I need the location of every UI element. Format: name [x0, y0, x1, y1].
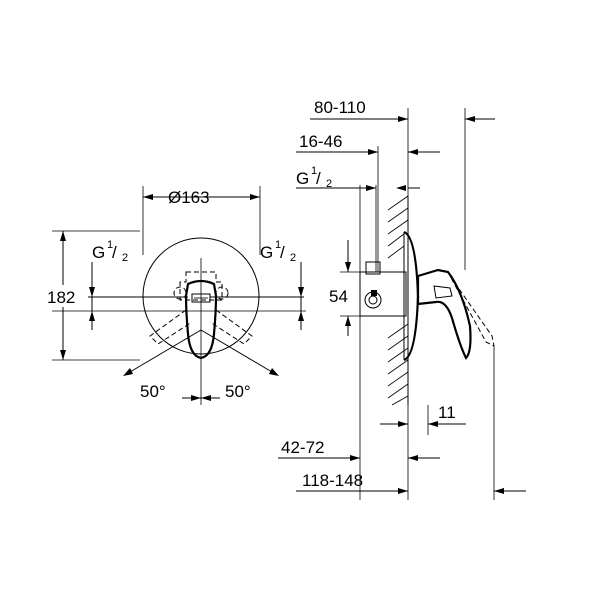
side-thread-den: 2: [326, 178, 332, 190]
lever-head: [191, 293, 211, 303]
arrow-head: [250, 194, 260, 200]
arrow-head: [298, 311, 304, 321]
arrow-head: [465, 116, 475, 122]
thread-right-den: 2: [290, 252, 296, 264]
wall-hatching: [387, 195, 409, 406]
lever-ghost-left: [149, 309, 193, 345]
lever-joint: [433, 285, 453, 299]
cover-plate: [142, 237, 260, 355]
arrow-head: [345, 316, 351, 326]
thread-left-num: 1: [107, 239, 113, 251]
arrow-head: [350, 455, 360, 461]
lever-ghost-right: [209, 309, 253, 345]
thread-right-label: G 1 / 2: [260, 239, 296, 264]
arrow-head: [494, 488, 504, 494]
valve-port-inner: [368, 295, 378, 305]
dim-11: 11: [438, 403, 456, 422]
valve-body-hidden: [179, 271, 223, 301]
arrow-head: [201, 395, 211, 401]
svg-text:/: /: [280, 243, 285, 262]
lever-handle: [184, 279, 218, 360]
arrow-head: [60, 350, 66, 360]
svg-text:/: /: [112, 243, 117, 262]
angle-right-label: 50°: [225, 382, 251, 401]
side-thread-num: 1: [311, 165, 317, 177]
arrow-head: [298, 287, 304, 297]
valve-body: [359, 271, 407, 317]
arrow-head: [143, 194, 153, 200]
arrow-head: [89, 311, 95, 321]
angle-line-right: [200, 329, 273, 373]
arrow-head: [60, 231, 66, 241]
dim-54: 54: [329, 287, 348, 306]
arrow-head: [408, 149, 418, 155]
dim-16-46: 16-46: [299, 132, 342, 151]
arrow-head: [408, 455, 418, 461]
angle-line-left: [129, 329, 202, 373]
svg-text:/: /: [316, 169, 321, 188]
arrow-head: [89, 287, 95, 297]
lever-profile: [416, 268, 472, 360]
arrow-head: [123, 368, 133, 376]
arrow-head: [428, 421, 438, 427]
height-label-bg: [44, 285, 80, 307]
thread-left-label: G 1 / 2: [92, 239, 128, 264]
thread-right-num: 1: [275, 239, 281, 251]
arrow-head: [396, 185, 406, 191]
arrow-head: [366, 185, 376, 191]
dim-80-110: 80-110: [314, 98, 366, 117]
diameter-label: Ø163: [168, 188, 210, 207]
arrow-head: [398, 488, 408, 494]
thread-left-base: G: [92, 243, 105, 262]
dim-118-148: 118-148: [302, 471, 363, 490]
arrow-head: [345, 262, 351, 272]
thread-left-den: 2: [122, 252, 128, 264]
side-view: 80-110 16-46 G 1 / 2 54 11: [278, 98, 526, 500]
valve-top-port: [365, 261, 381, 275]
side-thread-label: G 1 / 2: [296, 165, 332, 190]
arrow-head: [398, 116, 408, 122]
valve-screw: [371, 290, 377, 296]
height-label: 182: [47, 288, 75, 307]
thread-right-base: G: [260, 243, 273, 262]
arrow-head: [269, 368, 279, 376]
front-view: Ø163 182 G 1 / 2 G 1 / 2: [44, 186, 306, 405]
arrow-head: [191, 395, 201, 401]
arrow-head: [398, 421, 408, 427]
side-thread-base: G: [296, 169, 309, 188]
angle-left-label: 50°: [140, 382, 166, 401]
dim-42-72: 42-72: [281, 438, 324, 457]
arrow-head: [368, 149, 378, 155]
